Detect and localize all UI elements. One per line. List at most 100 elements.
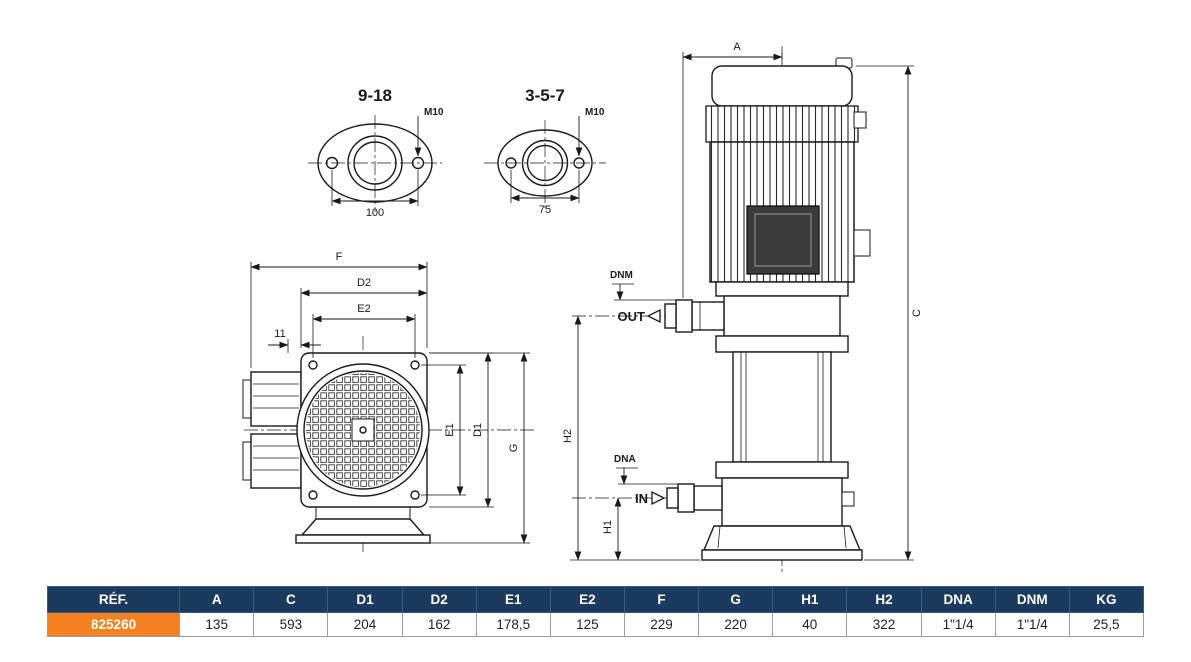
port-tab bbox=[242, 379, 252, 419]
table-row: 825260 135 593 204 162 178,5 125 229 220… bbox=[46, 612, 1145, 637]
foot-neck bbox=[315, 506, 411, 520]
base-plate bbox=[701, 549, 863, 561]
grille-hub-hole bbox=[359, 426, 367, 434]
in-flow-arrow-icon bbox=[651, 490, 666, 506]
foot-base bbox=[295, 534, 431, 544]
side-port-box bbox=[250, 371, 302, 427]
thread-label: M10 bbox=[585, 107, 605, 118]
header-cell-a: A bbox=[179, 586, 255, 613]
drain-plug bbox=[841, 491, 855, 507]
motor-top-cap bbox=[711, 65, 853, 107]
header-cell-g: G bbox=[698, 586, 774, 613]
header-cell-dna: DNA bbox=[920, 586, 996, 613]
dim-g-label: G bbox=[508, 444, 520, 453]
dim-h2-label: H2 bbox=[562, 429, 574, 443]
dim-c-label: C bbox=[911, 309, 923, 317]
terminal-box-cover bbox=[746, 205, 820, 275]
bolt-hole bbox=[410, 490, 420, 500]
bolt-hole bbox=[573, 157, 585, 169]
front-view: F D2 E2 11 E1 D1 G bbox=[242, 251, 534, 552]
spacing-label: 75 bbox=[539, 204, 551, 216]
grille-hub bbox=[351, 418, 375, 442]
header-cell-h2: H2 bbox=[846, 586, 922, 613]
base-feet bbox=[702, 525, 862, 551]
value-f: 229 bbox=[623, 612, 700, 637]
in-port-flange bbox=[677, 483, 695, 513]
dim-d1-label: D1 bbox=[472, 423, 484, 437]
in-label: IN bbox=[635, 491, 648, 506]
flange-bore-inner bbox=[526, 144, 564, 182]
out-flow-arrow-icon bbox=[646, 308, 661, 324]
dim-e1-label: E1 bbox=[444, 423, 456, 436]
in-port-cap bbox=[666, 487, 679, 509]
value-g: 220 bbox=[698, 612, 774, 637]
foot-flare bbox=[300, 518, 426, 536]
header-cell-h1: H1 bbox=[772, 586, 848, 613]
bolt-hole bbox=[308, 490, 318, 500]
dim-offset-label: 11 bbox=[274, 328, 285, 340]
terminal-conduit bbox=[853, 229, 871, 257]
value-e1: 178,5 bbox=[475, 612, 551, 637]
header-cell-e2: E2 bbox=[549, 586, 625, 613]
flange-bore-outer bbox=[521, 139, 569, 187]
dim-f-label: F bbox=[336, 251, 343, 263]
bolt-hole bbox=[505, 157, 517, 169]
value-e2: 125 bbox=[549, 612, 625, 637]
flange-bore-outer bbox=[347, 135, 403, 191]
out-port-cap bbox=[664, 303, 677, 329]
header-cell-kg: KG bbox=[1068, 586, 1145, 613]
motor-fan-cover bbox=[705, 105, 859, 143]
value-a: 135 bbox=[179, 612, 255, 637]
value-c: 593 bbox=[253, 612, 329, 637]
value-kg: 25,5 bbox=[1068, 612, 1145, 637]
value-d2: 162 bbox=[401, 612, 477, 637]
technical-drawing: 9-18 M10 100 3-5-7 M10 75 bbox=[242, 41, 923, 572]
header-cell-d2: D2 bbox=[401, 586, 477, 613]
flange-918-title: 9-18 bbox=[358, 86, 392, 105]
terminal-box-frame bbox=[754, 213, 812, 267]
motor-flange bbox=[715, 281, 849, 297]
flange-view-3-5-7: 3-5-7 M10 75 bbox=[484, 86, 606, 216]
value-h2: 322 bbox=[846, 612, 922, 637]
header-cell-ref: RÉF. bbox=[46, 586, 181, 613]
motor-tab bbox=[853, 111, 867, 129]
head-clamp-band bbox=[715, 335, 849, 353]
ref-value: 825260 bbox=[46, 612, 181, 637]
fan-grille-ring bbox=[303, 370, 423, 490]
dna-label: DNA bbox=[614, 454, 636, 465]
header-cell-dnm: DNM bbox=[994, 586, 1070, 613]
out-port-flange bbox=[675, 299, 693, 333]
pump-head bbox=[723, 295, 841, 337]
dim-h1-label: H1 bbox=[602, 520, 614, 534]
base-clamp-band bbox=[715, 461, 849, 479]
dnm-label: DNM bbox=[610, 270, 633, 281]
flange-bore-inner bbox=[353, 141, 397, 185]
header-cell-e1: E1 bbox=[475, 586, 551, 613]
pump-column bbox=[732, 351, 832, 463]
suction-housing bbox=[721, 477, 843, 527]
value-dnm: 1"1/4 bbox=[994, 612, 1070, 637]
dimension-table-wrap: RÉF. A C D1 D2 E1 E2 F G H1 H2 DNA DNM K… bbox=[46, 586, 1145, 637]
table-header-row: RÉF. A C D1 D2 E1 E2 F G H1 H2 DNA DNM K… bbox=[46, 586, 1145, 613]
spacing-label: 100 bbox=[366, 207, 384, 219]
value-d1: 204 bbox=[327, 612, 403, 637]
bolt-hole bbox=[325, 156, 339, 170]
out-port-neck bbox=[691, 301, 725, 331]
thread-label: M10 bbox=[424, 107, 444, 118]
out-label: OUT bbox=[618, 309, 646, 324]
value-h1: 40 bbox=[772, 612, 848, 637]
side-view: A C H2 H1 DNM OUT DNA IN bbox=[562, 41, 923, 572]
value-dna: 1"1/4 bbox=[920, 612, 996, 637]
bolt-hole bbox=[411, 156, 425, 170]
dim-a-label: A bbox=[733, 41, 741, 53]
dim-e2-label: E2 bbox=[357, 303, 370, 315]
dim-d2-label: D2 bbox=[357, 277, 371, 289]
header-cell-c: C bbox=[253, 586, 329, 613]
dimension-table: RÉF. A C D1 D2 E1 E2 F G H1 H2 DNA DNM K… bbox=[46, 586, 1145, 637]
header-cell-f: F bbox=[623, 586, 700, 613]
bolt-hole bbox=[308, 360, 318, 370]
flange-view-9-18: 9-18 M10 100 bbox=[308, 86, 444, 219]
in-port-neck bbox=[693, 485, 723, 511]
bolt-hole bbox=[410, 360, 420, 370]
